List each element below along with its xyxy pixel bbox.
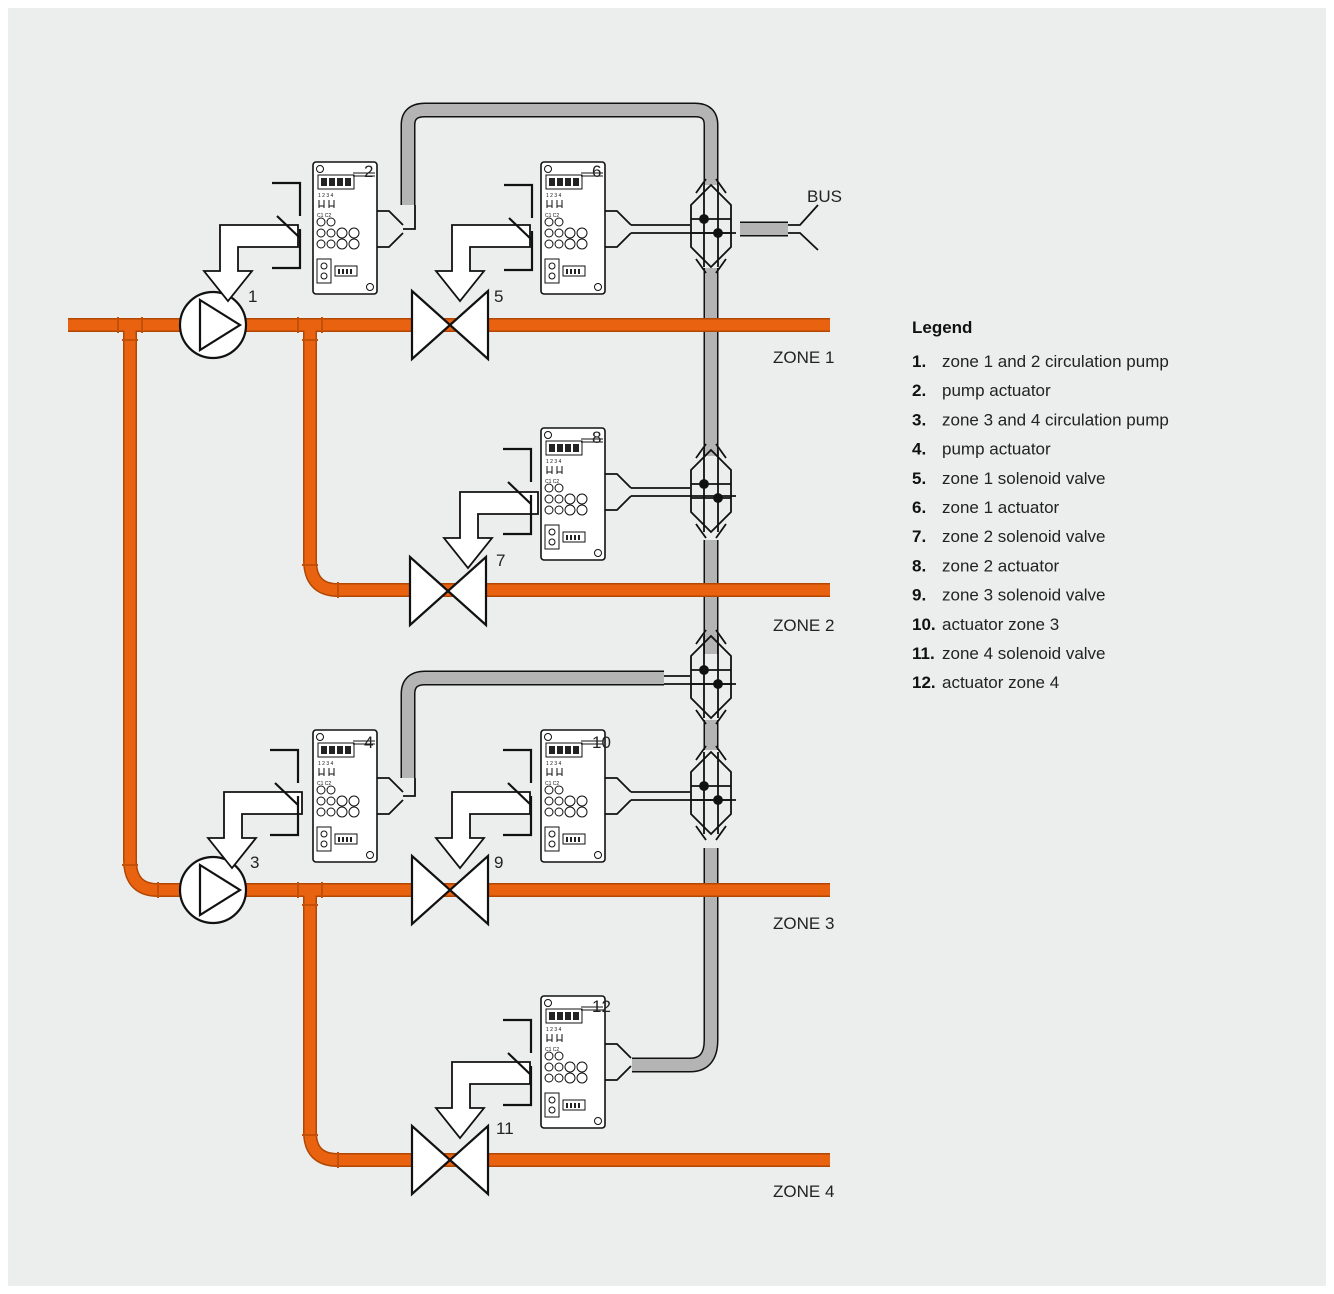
legend-item-number: 9.	[912, 586, 926, 605]
zone-4-label: ZONE 4	[773, 1182, 834, 1201]
legend-item-text: zone 1 solenoid valve	[942, 469, 1106, 488]
legend-item-number: 2.	[912, 381, 926, 400]
zone-2-label: ZONE 2	[773, 616, 834, 635]
module-2	[312, 161, 378, 295]
module-contact-labels: C1 C2	[545, 1047, 559, 1053]
zone-labels: ZONE 1 ZONE 2 ZONE 3 ZONE 4	[773, 348, 834, 1201]
module-terminal-numbers: 1 2 3 4	[546, 761, 562, 767]
legend-item-number: 12.	[912, 673, 936, 692]
module-terminal-numbers: 1 2 3 4	[318, 193, 334, 199]
legend-item-text: zone 2 actuator	[942, 556, 1060, 575]
legend: Legend 1. zone 1 and 2 circulation pump 2.…	[912, 318, 1169, 692]
legend-item-text: zone 1 and 2 circulation pump	[942, 352, 1169, 371]
callout-5: 5	[494, 287, 503, 306]
callout-1: 1	[248, 287, 257, 306]
module-contact-labels: C1 C2	[317, 781, 331, 787]
callout-numbers: 1 2 3 4 5 6 7 8 9 10 11 12 BUS	[248, 162, 842, 1138]
legend-item-number: 6.	[912, 498, 926, 517]
module-contact-labels: C1 C2	[545, 479, 559, 485]
module-6	[540, 161, 606, 295]
pump-1-symbol	[178, 290, 248, 360]
bus-wiring	[631, 178, 819, 841]
module-terminal-numbers: 1 2 3 4	[546, 193, 562, 199]
module-terminal-numbers: 1 2 3 4	[546, 1027, 562, 1033]
legend-item-text: zone 3 solenoid valve	[942, 586, 1106, 605]
legend-item-number: 7.	[912, 527, 926, 546]
module-terminal-numbers: 1 2 3 4	[546, 459, 562, 465]
legend-item-text: zone 4 solenoid valve	[942, 644, 1106, 663]
legend-item-number: 3.	[912, 410, 926, 429]
callout-9: 9	[494, 853, 503, 872]
legend-item-number: 11.	[912, 644, 935, 663]
callout-11: 11	[496, 1119, 514, 1138]
legend-item-text: pump actuator	[942, 381, 1051, 400]
legend-item-number: 4.	[912, 440, 926, 459]
module-contact-labels: C1 C2	[545, 213, 559, 219]
legend-item-text: zone 2 solenoid valve	[942, 527, 1106, 546]
callout-7: 7	[496, 551, 505, 570]
zone-1-label: ZONE 1	[773, 348, 834, 367]
module-8	[540, 427, 606, 561]
callout-12: 12	[592, 997, 611, 1016]
legend-item-text: pump actuator	[942, 440, 1051, 459]
bus-label: BUS	[807, 187, 842, 206]
legend-item-number: 10.	[912, 615, 936, 634]
module-contact-labels: C1 C2	[545, 781, 559, 787]
legend-item-number: 8.	[912, 556, 926, 575]
module-terminal-numbers: 1 2 3 4	[318, 761, 334, 767]
callout-8: 8	[592, 428, 601, 447]
legend-item-text: actuator zone 3	[942, 615, 1059, 634]
legend-item-text: zone 3 and 4 circulation pump	[942, 410, 1169, 429]
legend-title: Legend	[912, 318, 972, 337]
zone-3-label: ZONE 3	[773, 914, 834, 933]
legend-item-number: 5.	[912, 469, 926, 488]
legend-item-text: zone 1 actuator	[942, 498, 1060, 517]
pump-3-symbol	[178, 855, 248, 925]
callout-3: 3	[250, 853, 259, 872]
callout-2: 2	[364, 162, 373, 181]
legend-item-text: actuator zone 4	[942, 673, 1059, 692]
callout-6: 6	[592, 162, 601, 181]
legend-item-number: 1.	[912, 352, 926, 371]
callout-10: 10	[592, 733, 611, 752]
actuator-modules: 1 2 3 4 C1 C2 1 2 3 4 C1 C2 1 2 3 4 C1 C2 1 2 …	[203, 161, 632, 1139]
diagram-panel	[8, 8, 1326, 1286]
callout-4: 4	[364, 733, 373, 752]
module-contact-labels: C1 C2	[317, 213, 331, 219]
